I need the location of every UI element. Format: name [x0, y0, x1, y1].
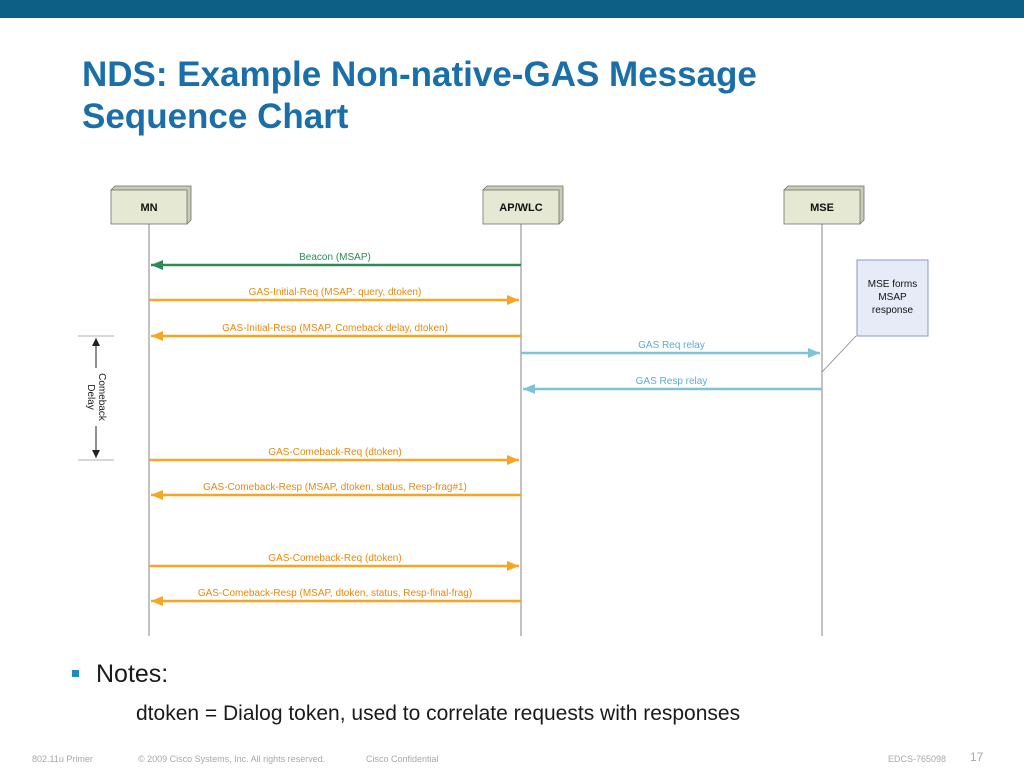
bullet-icon [72, 670, 79, 677]
footer-confidential: Cisco Confidential [366, 754, 439, 764]
messages: Beacon (MSAP) GAS-Initial-Req (MSAP: quer… [149, 252, 822, 606]
participant-mn: MN [110, 185, 192, 225]
slide-title: NDS: Example Non-native-GAS Message Sequ… [82, 54, 982, 138]
participant-label: MSE [810, 202, 834, 214]
slide-title-line-1: NDS: Example Non-native-GAS Message [82, 55, 757, 94]
participant-label: AP/WLC [499, 202, 542, 214]
message-label: GAS-Comeback-Resp (MSAP, dtoken, status,… [198, 588, 472, 599]
note-text-line: response [872, 305, 914, 316]
participant-label: MN [140, 202, 157, 214]
notes-text: dtoken = Dialog token, used to correlate… [136, 702, 741, 725]
message-4: GAS Req relay [521, 340, 820, 358]
notes-label: Notes: [96, 660, 169, 688]
message-8: GAS-Comeback-Req (dtoken) [149, 553, 519, 571]
message-label: GAS Resp relay [636, 376, 708, 387]
message-label: Beacon (MSAP) [299, 252, 371, 263]
header-bar [0, 0, 1024, 18]
message-6: GAS-Comeback-Req (dtoken) [149, 447, 519, 465]
message-label: GAS-Initial-Resp (MSAP, Comeback delay, … [222, 323, 448, 334]
comeback-delay-annotation: ComebackDelay [78, 335, 114, 461]
slide-title-line-2: Sequence Chart [82, 97, 349, 136]
participant-ap: AP/WLC [482, 185, 564, 225]
message-1: Beacon (MSAP) [151, 252, 521, 270]
page-number: 17 [970, 750, 984, 764]
message-label: GAS Req relay [638, 340, 705, 351]
message-2: GAS-Initial-Req (MSAP: query, dtoken) [149, 287, 519, 305]
message-3: GAS-Initial-Resp (MSAP, Comeback delay, … [151, 323, 521, 341]
footer-doc-id: EDCS-765098 [888, 754, 947, 764]
lifelines [148, 224, 823, 636]
message-9: GAS-Comeback-Resp (MSAP, dtoken, status,… [151, 588, 521, 606]
message-label: GAS-Comeback-Resp (MSAP, dtoken, status,… [203, 482, 467, 493]
footer-left: 802.11u Primer [32, 754, 93, 764]
note-text-line: MSE forms [868, 279, 917, 290]
message-label: GAS-Comeback-Req (dtoken) [268, 553, 401, 564]
message-label: GAS-Comeback-Req (dtoken) [268, 447, 401, 458]
delay-label: ComebackDelay [85, 373, 107, 422]
participants: MN AP/WLC MSE [110, 185, 865, 225]
participant-box [110, 189, 188, 225]
message-5: GAS Resp relay [523, 376, 822, 394]
participant-mse: MSE [783, 185, 865, 225]
message-label: GAS-Initial-Req (MSAP: query, dtoken) [249, 287, 422, 298]
participant-box [482, 189, 560, 225]
note-box [856, 259, 929, 337]
note-callout-line [821, 335, 857, 373]
note-text-line: MSAP [878, 292, 907, 303]
message-7: GAS-Comeback-Resp (MSAP, dtoken, status,… [151, 482, 521, 500]
footer-copyright: © 2009 Cisco Systems, Inc. All rights re… [138, 754, 326, 764]
participant-box [783, 189, 861, 225]
